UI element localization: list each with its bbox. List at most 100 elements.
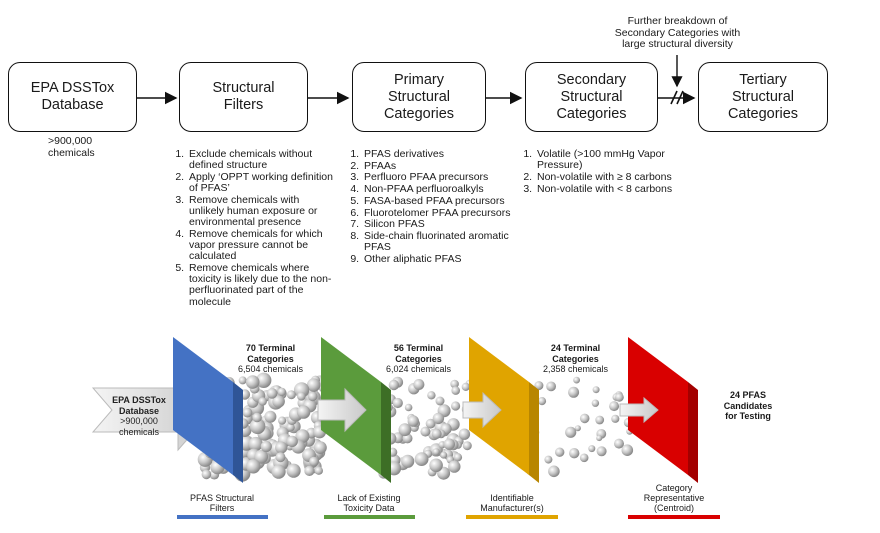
particle	[579, 453, 589, 463]
caption-bar-blue	[177, 515, 268, 519]
particle	[307, 391, 318, 402]
particle	[249, 418, 266, 435]
particle	[440, 451, 448, 459]
primary-category-item: FASA-based PFAA precursors	[362, 195, 512, 207]
particle	[314, 466, 323, 475]
particle	[534, 381, 544, 391]
particle	[314, 441, 327, 454]
break-mark	[670, 90, 684, 105]
particle	[432, 448, 440, 456]
filters-list: Exclude chemicals without defined struct…	[170, 148, 337, 308]
particle	[425, 418, 436, 429]
particle	[621, 444, 634, 457]
particle	[435, 396, 445, 406]
filter-panel-blue	[173, 337, 243, 483]
primary-categories-list: PFAS derivativesPFAAsPerfluoro PFAA prec…	[345, 148, 512, 266]
primary-category-item: Perfluoro PFAA precursors	[362, 172, 512, 183]
particle	[429, 458, 443, 473]
particle	[272, 395, 285, 408]
particle	[579, 413, 590, 424]
particle	[296, 405, 311, 419]
particle	[462, 441, 472, 451]
particle	[555, 447, 565, 457]
secondary-category-item: Non-volatile with < 8 carbons	[535, 183, 675, 195]
particle	[544, 455, 553, 464]
particle	[573, 376, 580, 384]
filter-step-item: Exclude chemicals without defined struct…	[187, 148, 337, 171]
particle	[546, 381, 556, 392]
particle	[271, 464, 286, 479]
particle	[388, 379, 400, 391]
particle	[264, 410, 277, 423]
primary-category-item: Fluorotelomer PFAA precursors	[362, 207, 512, 219]
filter-panel-yellow	[469, 337, 539, 483]
particle	[246, 459, 261, 474]
secondary-categories-list: Volatile (>100 mmHg Vapor Pressure)Non-v…	[518, 148, 675, 195]
particle	[309, 456, 319, 467]
particle	[398, 423, 412, 437]
particle	[548, 465, 560, 478]
stage-arrow-1	[317, 387, 367, 433]
particle	[461, 382, 470, 391]
stage-arrow-3	[619, 396, 659, 424]
particle	[286, 423, 295, 432]
particle	[451, 401, 461, 411]
particle	[565, 426, 577, 438]
particle	[275, 441, 288, 454]
particle	[401, 454, 415, 468]
particle	[252, 412, 262, 423]
particle	[595, 415, 605, 425]
particle	[277, 387, 286, 397]
particle	[568, 386, 580, 398]
particle	[450, 379, 459, 389]
caption-bar-green	[324, 515, 415, 519]
particle	[254, 449, 269, 464]
particle	[591, 399, 600, 407]
filter-step-item: Remove chemicals with unlikely human exp…	[187, 194, 337, 229]
particle	[258, 397, 267, 406]
particle	[392, 397, 403, 409]
particle	[615, 392, 624, 402]
particle	[427, 391, 436, 400]
primary-category-item: Silicon PFAS	[362, 219, 512, 230]
particle	[458, 428, 471, 440]
particle	[295, 429, 310, 444]
particle	[245, 375, 260, 389]
particle	[569, 448, 580, 459]
particle	[574, 425, 581, 432]
secondary-category-item: Non-volatile with ≥ 8 carbons	[535, 171, 675, 183]
particle	[248, 436, 263, 452]
filter-panel-red	[628, 337, 698, 483]
primary-category-item: PFAAs	[362, 160, 512, 172]
caption-bar-yellow	[466, 515, 558, 519]
primary-category-item: Side-chain fluorinated aromatic PFAS	[362, 230, 512, 253]
particle	[278, 416, 287, 425]
particle	[306, 378, 321, 392]
stage-arrow-2	[462, 391, 502, 429]
particle	[260, 440, 272, 453]
filter-step-item: Remove chemicals for which vapor pressur…	[187, 228, 337, 263]
particle	[297, 392, 306, 401]
particle	[256, 372, 272, 388]
particle	[451, 386, 461, 395]
particle	[266, 388, 278, 399]
secondary-category-item: Volatile (>100 mmHg Vapor Pressure)	[535, 148, 675, 171]
particle	[609, 401, 620, 412]
particle	[201, 469, 212, 480]
particle	[611, 414, 620, 423]
filter-step-item: Remove chemicals where toxicity is likel…	[187, 262, 337, 308]
particle	[614, 438, 624, 449]
particle	[588, 445, 596, 453]
particle	[242, 407, 253, 418]
particle	[407, 415, 419, 427]
particle	[420, 426, 431, 437]
